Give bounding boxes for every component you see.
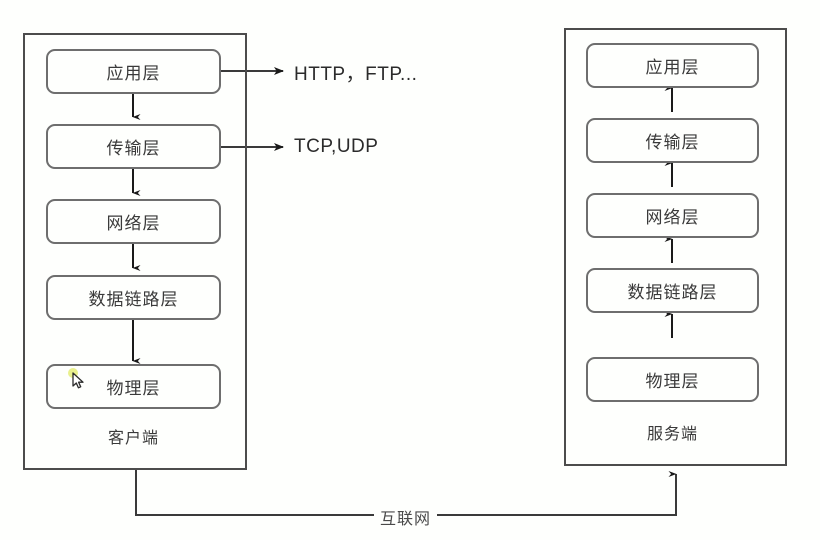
protocol-label-application: HTTP，FTP... [294,64,418,85]
server-layer-transport[interactable]: 传输层 [586,118,759,163]
server-layer-physical-label: 物理层 [645,372,700,391]
server-layer-application-label: 应用层 [645,58,700,77]
client-layer-transport[interactable]: 传输层 [46,124,221,169]
client-layer-network-label: 网络层 [106,214,161,233]
server-container [564,28,787,466]
server-layer-datalink-label: 数据链路层 [627,283,718,302]
server-layer-application[interactable]: 应用层 [586,43,759,88]
client-layer-transport-label: 传输层 [106,139,161,158]
server-layer-network[interactable]: 网络层 [586,193,759,238]
client-layer-network[interactable]: 网络层 [46,199,221,244]
client-layer-physical[interactable]: 物理层 [46,364,221,409]
server-layer-transport-label: 传输层 [645,133,700,152]
protocol-branch-lines [221,67,284,151]
client-container-label: 客户端 [107,430,159,447]
server-layer-physical[interactable]: 物理层 [586,357,759,402]
server-layer-datalink[interactable]: 数据链路层 [586,268,759,313]
server-layer-network-label: 网络层 [645,208,700,227]
client-layer-datalink-label: 数据链路层 [88,290,179,309]
protocol-label-transport: TCP,UDP [294,136,379,157]
server-container-label: 服务端 [646,426,698,443]
client-layer-application-label: 应用层 [106,64,161,83]
client-layer-datalink[interactable]: 数据链路层 [46,275,221,320]
client-layer-physical-label: 物理层 [106,379,161,398]
client-container [23,33,247,470]
client-layer-application[interactable]: 应用层 [46,49,221,94]
internet-link-label: 互联网 [374,505,438,529]
